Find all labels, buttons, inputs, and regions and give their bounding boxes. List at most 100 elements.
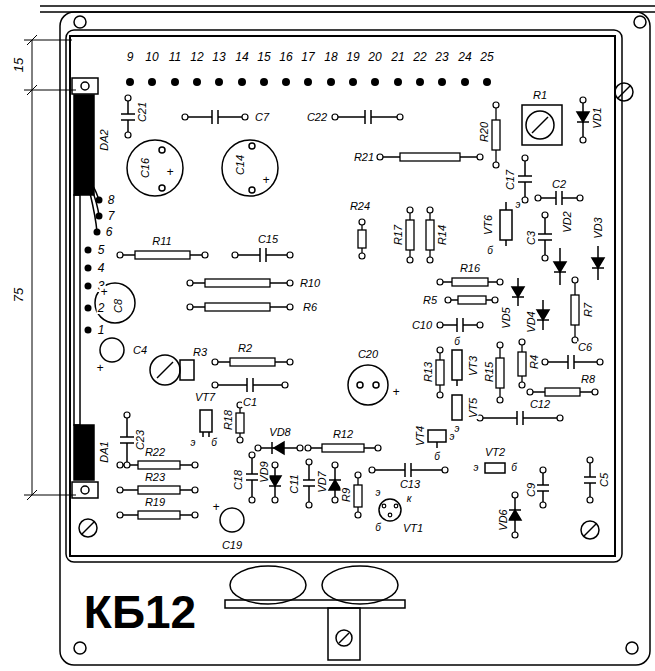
part-designator: C6 bbox=[577, 342, 593, 353]
transistor-symbols bbox=[200, 202, 512, 521]
pin-number: 6 bbox=[105, 226, 114, 238]
pin-number: 2 bbox=[97, 302, 106, 314]
component-pads bbox=[117, 95, 603, 538]
pin-number: 22 bbox=[412, 51, 427, 63]
part-designator: R16 bbox=[459, 263, 481, 274]
pin-letter: э bbox=[473, 463, 480, 473]
part-designator: VD3 bbox=[593, 216, 604, 239]
part-designator: VT4 bbox=[415, 425, 426, 447]
dimension-value: 15 bbox=[12, 57, 25, 73]
part-designator: DA2 bbox=[99, 128, 110, 151]
connector-pads bbox=[85, 78, 492, 334]
pin-letter: б bbox=[433, 452, 441, 462]
part-designator: VT1 bbox=[402, 523, 424, 534]
board-marking: КБ12 bbox=[83, 589, 197, 635]
part-designator: VD7 bbox=[317, 470, 328, 493]
part-designator: C3 bbox=[526, 230, 537, 246]
polarity-mark: + bbox=[391, 386, 400, 398]
part-designator: C15 bbox=[257, 234, 279, 245]
part-designator: VT3 bbox=[468, 355, 479, 377]
resistor-symbols bbox=[120, 105, 595, 519]
part-designator: R8 bbox=[580, 374, 596, 385]
polarity-mark: + bbox=[261, 174, 270, 186]
pin-number: 25 bbox=[479, 51, 494, 63]
part-designator: C14 bbox=[235, 154, 246, 176]
pin-number: 15 bbox=[256, 51, 271, 63]
part-designator: R3 bbox=[192, 347, 208, 358]
part-designator: VT2 bbox=[484, 447, 506, 458]
part-designator: R1 bbox=[532, 90, 548, 101]
part-designator: C1 bbox=[242, 397, 258, 408]
pin-letter: э bbox=[515, 200, 522, 210]
part-designator: R15 bbox=[484, 361, 495, 383]
part-designator: C13 bbox=[399, 479, 421, 490]
polarity-mark: + bbox=[95, 362, 104, 374]
pin-letter: б bbox=[374, 523, 382, 533]
pin-number: 9 bbox=[126, 51, 135, 63]
dimension-value: 75 bbox=[12, 287, 25, 303]
part-designator: C8 bbox=[113, 298, 124, 314]
part-designator: R6 bbox=[302, 302, 318, 313]
pin-letter: б bbox=[486, 246, 494, 256]
part-designator: VD6 bbox=[498, 508, 509, 531]
pin-number: 13 bbox=[211, 51, 226, 63]
pin-letter: э bbox=[449, 432, 456, 442]
pin-letter: э bbox=[190, 438, 197, 448]
part-designator: R12 bbox=[332, 429, 354, 440]
part-designator: C2 bbox=[551, 179, 567, 190]
part-designator: VD2 bbox=[562, 210, 573, 233]
part-designator: VT5 bbox=[468, 397, 479, 419]
board-outline bbox=[70, 36, 615, 556]
part-designator: R4 bbox=[529, 354, 540, 370]
part-designator: R23 bbox=[144, 472, 166, 483]
polarity-mark: + bbox=[99, 286, 108, 298]
regulator-chips bbox=[72, 78, 99, 498]
pin-letter: к bbox=[406, 494, 413, 504]
electrolytic-capacitors bbox=[95, 140, 388, 532]
pin-letter: э bbox=[375, 488, 382, 498]
part-designator: VD1 bbox=[592, 106, 603, 129]
pin-letter: б bbox=[510, 463, 518, 473]
pin-number: 17 bbox=[300, 51, 315, 63]
mounting-holes bbox=[79, 83, 633, 539]
part-designator: VD4 bbox=[526, 310, 537, 333]
part-designator: C9 bbox=[526, 482, 537, 498]
part-designator: VD5 bbox=[501, 306, 512, 329]
part-designator: C10 bbox=[411, 320, 433, 331]
polarity-mark: + bbox=[211, 501, 220, 513]
pin-number: 18 bbox=[323, 51, 338, 63]
pin-number: 5 bbox=[97, 244, 106, 256]
part-designator: C4 bbox=[132, 345, 148, 356]
part-designator: C11 bbox=[289, 473, 300, 494]
pin-number: 8 bbox=[107, 194, 116, 206]
pin-number: 16 bbox=[278, 51, 293, 63]
part-designator: R17 bbox=[393, 224, 404, 246]
pin-number: 1 bbox=[97, 324, 106, 336]
part-designator: R7 bbox=[583, 302, 594, 318]
capacitor-symbols bbox=[120, 98, 600, 505]
part-designator: VD9 bbox=[259, 460, 270, 483]
pin-number: 10 bbox=[144, 51, 159, 63]
part-designator: R18 bbox=[223, 409, 234, 431]
pin-number: 14 bbox=[234, 51, 249, 63]
part-designator: VT6 bbox=[483, 214, 494, 236]
part-designator: C22 bbox=[306, 112, 328, 123]
part-designator: R21 bbox=[353, 152, 375, 163]
pin-number: 4 bbox=[97, 262, 106, 274]
part-designator: R11 bbox=[151, 236, 172, 247]
diode-symbols bbox=[258, 100, 604, 535]
pin-number: 7 bbox=[107, 210, 116, 222]
part-designator: C20 bbox=[357, 349, 379, 360]
part-designator: R2 bbox=[237, 343, 253, 354]
part-designator: VT7 bbox=[194, 392, 216, 403]
pin-number: 24 bbox=[457, 51, 472, 63]
part-designator: R9 bbox=[341, 487, 352, 503]
housing bbox=[40, 6, 655, 665]
pin-number: 23 bbox=[434, 51, 449, 63]
part-designator: C21 bbox=[137, 101, 148, 123]
part-designator: R13 bbox=[423, 361, 434, 383]
pin-letter: б bbox=[453, 337, 461, 347]
pin-letter: б bbox=[210, 438, 218, 448]
part-designator: R22 bbox=[144, 447, 166, 458]
